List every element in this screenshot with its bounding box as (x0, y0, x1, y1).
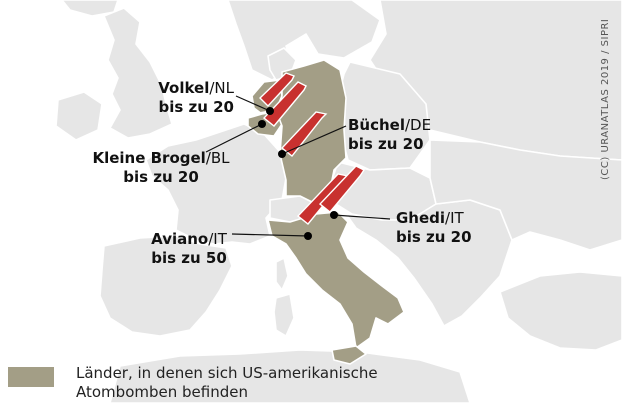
missile-kleine-brogel-icon (262, 81, 307, 127)
land-corsica (275, 257, 289, 291)
site-name: Büchel (348, 116, 405, 134)
land-balkans (345, 199, 513, 327)
credit-text: (CC) URANATLAS 2019 / SIPRI (600, 18, 611, 180)
leader-aviano (231, 233, 309, 237)
land-scandinavia (227, 0, 381, 81)
site-count: bis zu 20 (396, 228, 472, 246)
label-ghedi: Ghedi/IT bis zu 20 (396, 209, 496, 247)
legend-text: Länder, in denen sich US-amerikanische A… (76, 364, 378, 401)
land-iceland (61, 0, 119, 17)
country-italy (267, 211, 405, 349)
site-country: /IT (445, 209, 464, 227)
site-country: /DE (405, 116, 432, 134)
site-name: Kleine Brogel (92, 149, 206, 167)
land-north-africa (109, 349, 471, 403)
dot-ghedi (330, 211, 338, 219)
site-name: Aviano (151, 230, 209, 248)
dot-aviano (304, 232, 312, 240)
site-count: bis zu 20 (123, 168, 199, 186)
label-kleine-brogel: Kleine Brogel/BL bis zu 20 (66, 149, 256, 187)
leader-volkel (235, 95, 271, 112)
land-turkey (499, 271, 622, 351)
land-ireland (55, 91, 103, 141)
land-sardinia (273, 293, 295, 337)
site-name: Ghedi (396, 209, 446, 227)
land-northeast (369, 0, 622, 161)
dot-buechel (278, 150, 286, 158)
missile-ghedi-icon (318, 165, 366, 213)
site-count: bis zu 20 (158, 98, 234, 116)
site-country: /IT (208, 230, 227, 248)
site-country: /NL (209, 79, 234, 97)
land-iberia (99, 235, 233, 337)
site-count: bis zu 20 (348, 135, 424, 153)
site-count: bis zu 50 (151, 249, 227, 267)
missile-volkel-icon (259, 72, 295, 108)
legend-swatch (8, 367, 54, 387)
land-france (145, 123, 287, 245)
label-buechel: Büchel/DE bis zu 20 (348, 116, 448, 154)
land-east (429, 139, 622, 251)
leader-kleine-brogel (205, 123, 263, 153)
site-country: /BL (205, 149, 230, 167)
country-sicily (331, 345, 367, 365)
land-great-britain (103, 7, 173, 139)
dot-kleine-brogel (258, 120, 266, 128)
dot-volkel (266, 107, 274, 115)
leader-ghedi (333, 214, 391, 220)
label-volkel: Volkel/NL bis zu 20 (128, 79, 234, 117)
label-aviano: Aviano/IT bis zu 50 (134, 230, 244, 268)
site-name: Volkel (158, 79, 210, 97)
legend: Länder, in denen sich US-amerikanische A… (8, 360, 448, 403)
leader-buechel (281, 125, 347, 155)
